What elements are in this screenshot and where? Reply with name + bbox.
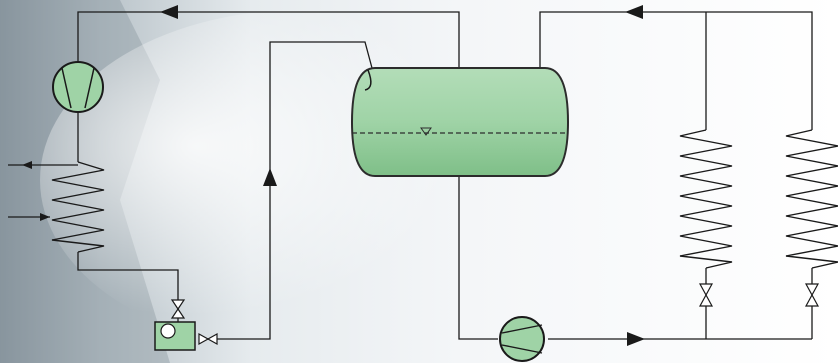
float-valve-icon bbox=[154, 321, 196, 351]
valve-icon bbox=[170, 299, 186, 311]
evaporator-1-coil bbox=[679, 129, 733, 269]
liquid-return-line bbox=[200, 41, 373, 340]
level-marker-icon bbox=[420, 127, 432, 136]
arrow-top-left bbox=[160, 5, 178, 19]
compressor-icon bbox=[52, 61, 104, 113]
valve-icon bbox=[698, 283, 714, 297]
evaporator-2-coil bbox=[785, 129, 838, 269]
float-valve bbox=[154, 321, 218, 351]
arrow-up bbox=[263, 168, 277, 186]
inlet-pipe-icon bbox=[364, 69, 372, 91]
horizontal-tank-icon bbox=[350, 67, 570, 177]
pump-suction-line bbox=[458, 176, 498, 340]
evaporator-valve-1 bbox=[698, 283, 714, 307]
arrow-right bbox=[627, 332, 645, 346]
arrow-water-out bbox=[22, 161, 32, 169]
receiver-vessel bbox=[350, 67, 570, 177]
compressor bbox=[52, 61, 104, 113]
background-haze bbox=[40, 10, 560, 350]
evaporator-valve-2 bbox=[804, 283, 820, 307]
arrow-top-right bbox=[625, 5, 643, 19]
arrow-water-in bbox=[40, 213, 50, 221]
expansion-valve bbox=[170, 299, 186, 319]
condenser-coil bbox=[51, 161, 105, 253]
suction-line bbox=[77, 11, 460, 70]
pump bbox=[499, 316, 545, 362]
pipework bbox=[8, 11, 813, 340]
flow-arrows bbox=[22, 5, 645, 346]
wet-return-line bbox=[539, 11, 813, 130]
pump-icon bbox=[499, 316, 545, 362]
valve-icon bbox=[804, 283, 820, 297]
liquid-line-to-float-valve bbox=[77, 252, 179, 322]
